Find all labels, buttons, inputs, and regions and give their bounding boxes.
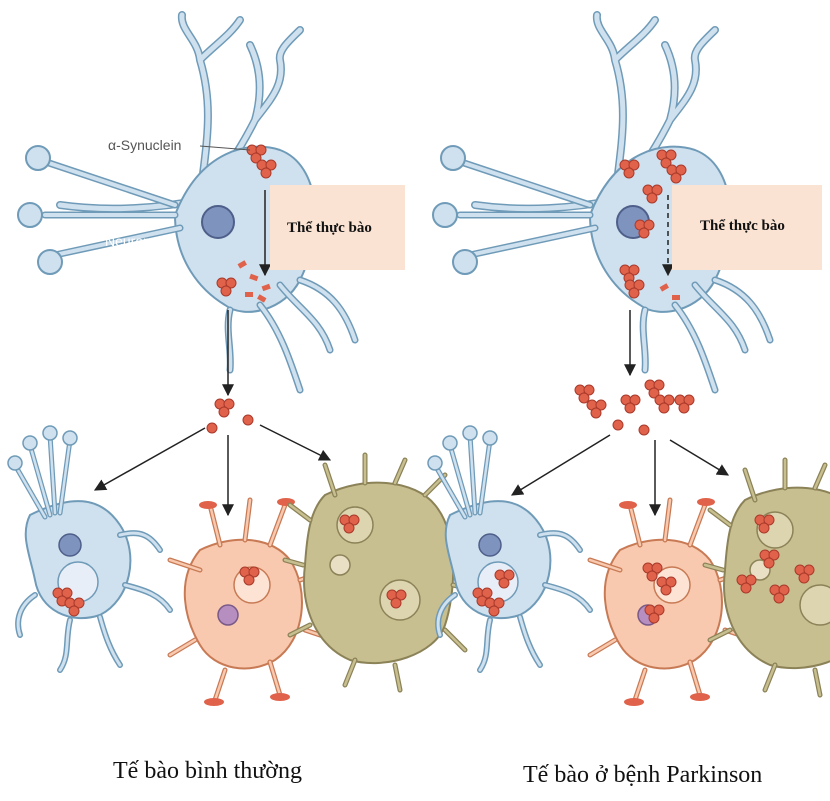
microglia <box>285 455 475 690</box>
released-aggregates <box>575 380 694 435</box>
phagosome-label: Thể thực bào <box>287 220 372 236</box>
spread-arrow-microglia <box>670 440 728 475</box>
spread-arrow-microglia <box>260 425 330 460</box>
recipient-neuron <box>8 426 170 670</box>
spread-arrow-neuron <box>95 428 205 490</box>
microglia <box>705 460 830 695</box>
neuron-label: Neuron <box>105 233 151 249</box>
left-panel: α-Synuclein Neuron Thể thực bào Tế bào b… <box>8 15 475 784</box>
right-panel: Thể thực bào Tế bào ở bệnh Parkinson <box>428 15 830 788</box>
phagosome-label: Thể thực bào <box>700 218 785 234</box>
spread-arrow-neuron <box>512 435 610 495</box>
alpha-synuclein-label: α-Synuclein <box>108 137 181 153</box>
caption-right: Tế bào ở bệnh Parkinson <box>523 762 762 788</box>
released-aggregates <box>207 399 253 433</box>
caption-left: Tế bào bình thường <box>113 758 302 784</box>
